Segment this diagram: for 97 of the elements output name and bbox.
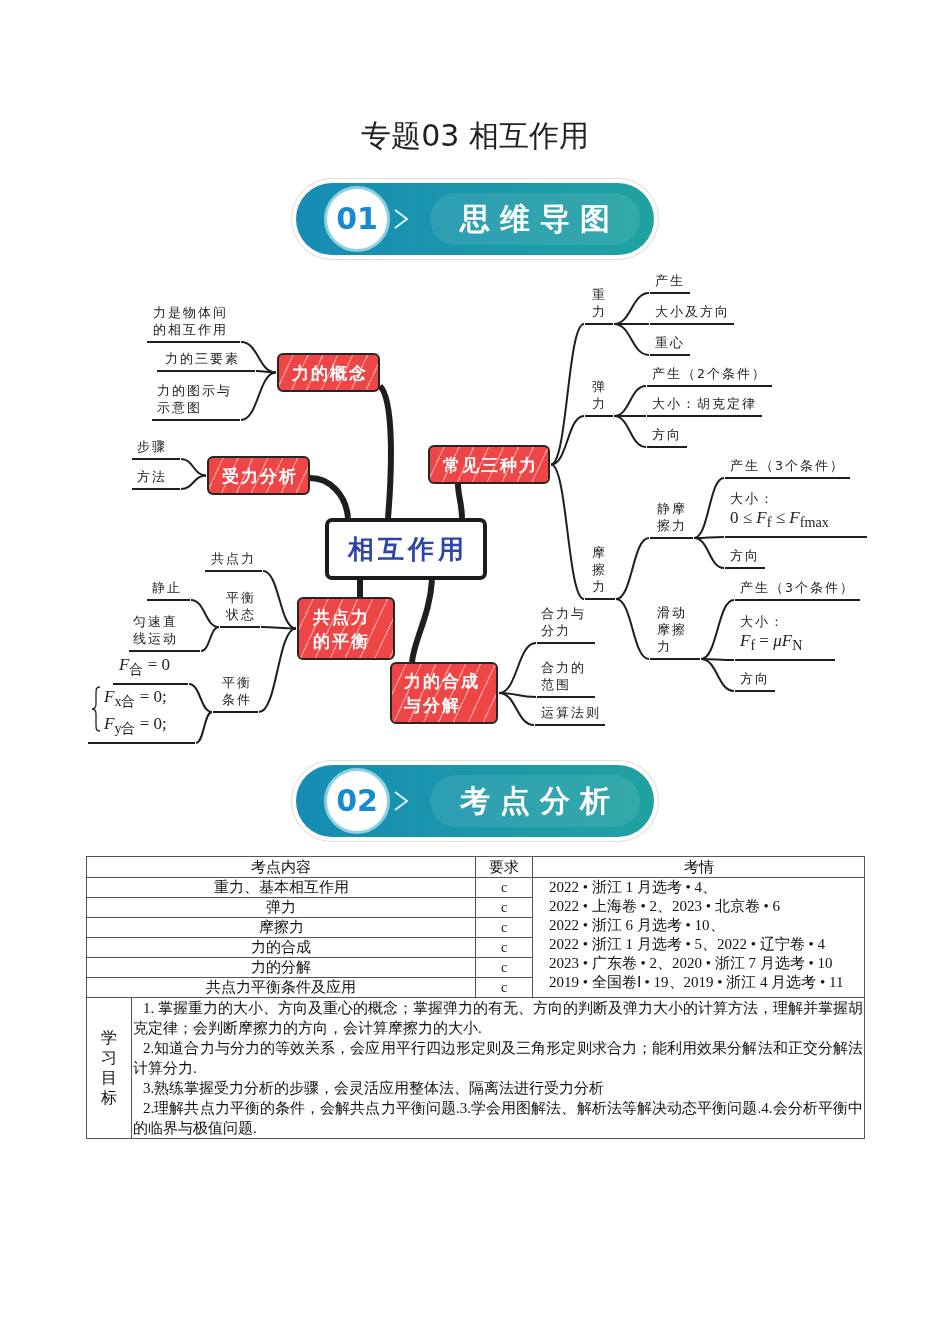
header-cell: 要求: [475, 856, 533, 878]
table-cell: 摩擦力: [86, 917, 476, 938]
branch-label: 产生（3个条件）: [725, 457, 850, 479]
branch-label: 大小：胡克定律: [647, 395, 762, 417]
branch-line: [258, 627, 297, 713]
branch-label: 大小及方向: [650, 303, 734, 325]
branch-line: [550, 415, 585, 466]
branch-item: [735, 612, 835, 661]
branch-line: [613, 323, 650, 356]
table-cell: 重力、基本相互作用: [86, 877, 476, 898]
branch-label: 方向: [735, 670, 775, 692]
branch-label: 重心: [650, 334, 690, 356]
section-title: 思维导图: [430, 193, 640, 245]
formula-label: F$_{合}$ = 0: [113, 653, 188, 685]
main-branch-line: [377, 384, 394, 519]
branch-label: 大小：: [730, 489, 776, 507]
table-cell: 共点力平衡条件及应用: [86, 977, 476, 998]
branch-label: 弹力: [585, 378, 613, 417]
table-cell: c: [475, 877, 533, 898]
branch-label: 产生（2个条件）: [647, 365, 772, 387]
learning-goal: 1. 掌握重力的大小、方向及重心的概念；掌握弹力的有无、方向的判断及弹力大小的计算方法，理解并掌握胡克定律；会判断摩擦力的方向，会计算摩擦力的大小.: [133, 999, 863, 1038]
branch-label: 合力的范围: [537, 659, 595, 698]
section-number: 01: [324, 186, 390, 252]
branch-line: [195, 711, 213, 744]
page-title: 专题03 相互作用: [360, 117, 590, 155]
branch-line: [550, 323, 585, 466]
branch-line: [188, 683, 213, 713]
branch-line: [200, 626, 220, 652]
branch-line: [498, 692, 535, 726]
central-topic-box: 相互作用: [325, 518, 487, 580]
branch-label: 运算法则: [535, 704, 605, 726]
branch-line: [180, 474, 207, 490]
branch-line: [180, 458, 207, 477]
formula-text: F$_{x合}$ = 0;: [104, 686, 168, 712]
branch-label: 静摩擦力: [650, 500, 693, 539]
exam-record: 2022 • 浙江 1 月选考 • 4、: [548, 878, 718, 897]
table-cell: 弹力: [86, 897, 476, 918]
branch-line: [190, 599, 220, 628]
exam-record: 2023 • 广东卷 • 2、2020 • 浙江 7 月选考 • 10: [548, 954, 834, 973]
table-cell: 力的合成: [86, 937, 476, 958]
exam-record: 2022 • 浙江 6 月选考 • 10、: [548, 916, 726, 935]
branch-line: [615, 537, 650, 600]
main-branch-line: [455, 483, 465, 519]
formula-text: F$_{f}$ = μF$_{N}$: [740, 629, 804, 655]
branch-label: 产生（3个条件）: [735, 579, 860, 601]
branch-item: [725, 489, 867, 538]
branch-label: 方向: [725, 547, 765, 569]
branch-label: 重力: [585, 286, 613, 325]
main-branch-line: [309, 475, 351, 519]
section-title: 考点分析: [430, 775, 640, 827]
branch-label: 滑动摩擦力: [650, 604, 700, 660]
branch-label: 摩擦力: [585, 544, 615, 600]
branch-label: 大小：: [740, 612, 786, 630]
branch-line: [260, 626, 297, 630]
table-cell: 力的分解: [86, 957, 476, 978]
branch-line: [700, 599, 735, 660]
learning-goal: 2.理解共点力平衡的条件，会解共点力平衡问题.3.学会用图解法、解析法等解决动态平衡问题.4.会分析平衡中的临界与极值问题.: [133, 1099, 863, 1138]
branch-label: 方向: [647, 426, 687, 448]
topic-box: 常见三种力: [428, 445, 550, 484]
branch-label: 步骤: [132, 438, 180, 460]
branch-label: 力的三要素: [157, 350, 255, 372]
header-cell: 考情: [532, 856, 865, 878]
main-branch-line: [357, 580, 363, 597]
branch-line: [700, 658, 735, 692]
branch-line: [615, 598, 650, 660]
branch-line: [693, 477, 725, 539]
main-branch-line: [409, 579, 435, 663]
branch-label: 产生: [650, 272, 690, 294]
section-number: 02: [324, 768, 390, 834]
branch-line: [693, 537, 725, 569]
topic-box: 力的合成与分解: [390, 662, 498, 724]
branch-line: [240, 371, 277, 421]
branch-label: 匀速直线运动: [129, 613, 200, 652]
branch-label: 力是物体间的相互作用: [147, 304, 240, 343]
branch-label: 共点力: [205, 550, 262, 572]
learning-goal: 3.熟练掌握受力分析的步骤，会灵活应用整体法、隔离法进行受力分析: [142, 1079, 606, 1098]
branch-label: 平衡条件: [213, 674, 258, 713]
branch-label: 合力与分力: [537, 605, 595, 644]
branch-item: [88, 686, 195, 744]
topic-box: 受力分析: [207, 456, 310, 495]
branch-line: [255, 370, 277, 374]
header-cell: 考点内容: [86, 856, 476, 878]
branch-label: 平衡状态: [220, 589, 260, 628]
branch-label: 静止: [147, 579, 190, 601]
exam-record: 2019 • 全国卷Ⅰ • 19、2019 • 浙江 4 月选考 • 11: [548, 973, 845, 992]
topic-box: 力的概念: [277, 353, 380, 392]
branch-label: 力的图示与示意图: [152, 382, 240, 421]
learning-goal: 2.知道合力与分力的等效关系，会应用平行四边形定则及三角形定则求合力；能利用效果分解法和正交分解法计算分力.: [133, 1039, 863, 1078]
exam-record: 2022 • 上海卷 • 2、2023 • 北京卷 • 6: [548, 897, 781, 916]
exam-record: 2022 • 浙江 1 月选考 • 5、2022 • 辽宁卷 • 4: [548, 935, 826, 954]
branch-label: 方法: [132, 468, 180, 490]
formula-text: F$_{y合}$ = 0;: [104, 712, 168, 738]
branch-line: [613, 415, 647, 448]
table-cell: 学习目标: [86, 997, 132, 1139]
topic-box: 共点力的平衡: [297, 597, 395, 660]
formula-text: 0 ≤ F$_{f}$ ≤ F$_{fmax}$: [730, 506, 830, 532]
branch-line: [550, 463, 585, 600]
